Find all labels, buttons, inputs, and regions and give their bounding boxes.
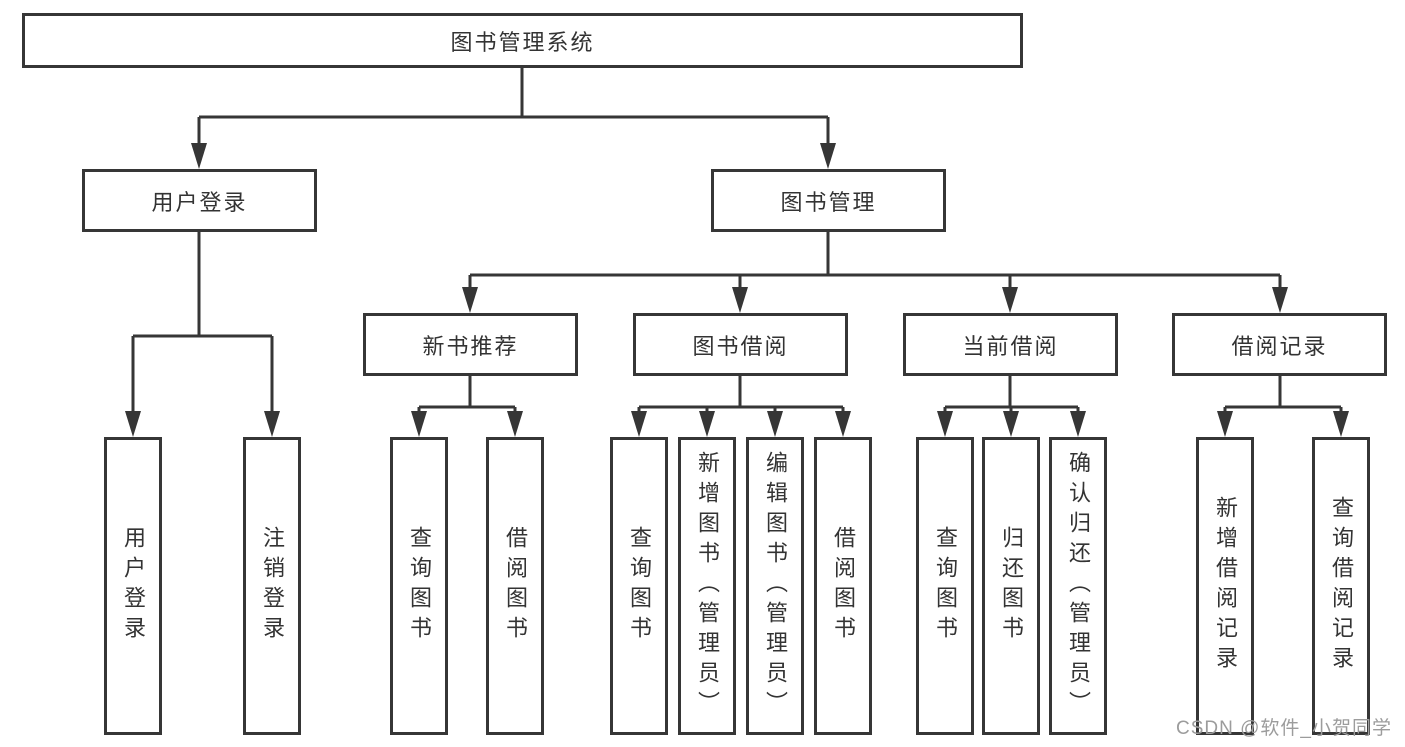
arrow-head [1272,287,1288,313]
arrow-head [125,411,141,437]
arrow-head [820,143,836,169]
arrow-head [191,143,207,169]
leaf-add-books-admin: 新增图书（管理员） [678,437,736,735]
leaf-add-borrow-record: 新增借阅记录 [1196,437,1254,735]
arrow-head [462,287,478,313]
arrow-head [411,411,427,437]
leaf-query-books-borrow-label: 查询图书 [627,526,652,646]
leaf-add-books-admin-label: 新增图书（管理员） [695,451,720,721]
arrow-head [699,411,715,437]
node-root-label: 图书管理系统 [450,29,595,55]
csdn-watermark: CSDN @软件_小贺同学 [1176,718,1392,739]
node-book-management-label: 图书管理 [780,189,877,215]
leaf-edit-books-admin: 编辑图书（管理员） [746,437,804,735]
leaf-query-books-recommend: 查询图书 [390,437,448,735]
leaf-user-login: 用户登录 [104,437,162,735]
node-root: 图书管理系统 [22,13,1023,68]
leaf-borrow-books-recommend: 借阅图书 [486,437,544,735]
arrow-head [1003,411,1019,437]
leaf-logout-label: 注销登录 [260,526,285,646]
leaf-query-books-recommend-label: 查询图书 [407,526,432,646]
arrow-head [507,411,523,437]
leaf-query-borrow-record: 查询借阅记录 [1312,437,1370,735]
node-book-borrow-label: 图书借阅 [692,333,789,359]
arrow-head [767,411,783,437]
node-book-borrow: 图书借阅 [633,313,848,376]
leaf-borrow-books-label: 借阅图书 [831,526,856,646]
leaf-confirm-return-admin: 确认归还（管理员） [1049,437,1107,735]
leaf-user-login-label: 用户登录 [121,526,146,646]
arrow-head [835,411,851,437]
node-new-book-recommend-label: 新书推荐 [422,333,519,359]
node-user-login-branch: 用户登录 [82,169,317,232]
leaf-query-books-current-label: 查询图书 [933,526,958,646]
leaf-return-books: 归还图书 [982,437,1040,735]
node-user-login-branch-label: 用户登录 [151,189,248,215]
node-borrow-records-label: 借阅记录 [1231,333,1328,359]
arrow-head [1070,411,1086,437]
leaf-logout: 注销登录 [243,437,301,735]
leaf-borrow-books-recommend-label: 借阅图书 [503,526,528,646]
leaf-query-books-current: 查询图书 [916,437,974,735]
arrow-head [937,411,953,437]
node-current-borrow-label: 当前借阅 [962,333,1059,359]
leaf-edit-books-admin-label: 编辑图书（管理员） [763,451,788,721]
arrow-head [732,287,748,313]
node-book-management: 图书管理 [711,169,946,232]
node-current-borrow: 当前借阅 [903,313,1118,376]
leaf-query-borrow-record-label: 查询借阅记录 [1329,496,1354,676]
arrow-head [1217,411,1233,437]
arrow-head [1002,287,1018,313]
leaf-query-books-borrow: 查询图书 [610,437,668,735]
arrow-head [631,411,647,437]
leaf-add-borrow-record-label: 新增借阅记录 [1213,496,1238,676]
arrow-heads-group [125,143,1349,437]
leaf-borrow-books: 借阅图书 [814,437,872,735]
leaf-return-books-label: 归还图书 [999,526,1024,646]
leaf-confirm-return-admin-label: 确认归还（管理员） [1066,451,1091,721]
connector-path [133,68,1341,409]
node-borrow-records: 借阅记录 [1172,313,1387,376]
arrow-head [1333,411,1349,437]
arrow-head [264,411,280,437]
node-new-book-recommend: 新书推荐 [363,313,578,376]
